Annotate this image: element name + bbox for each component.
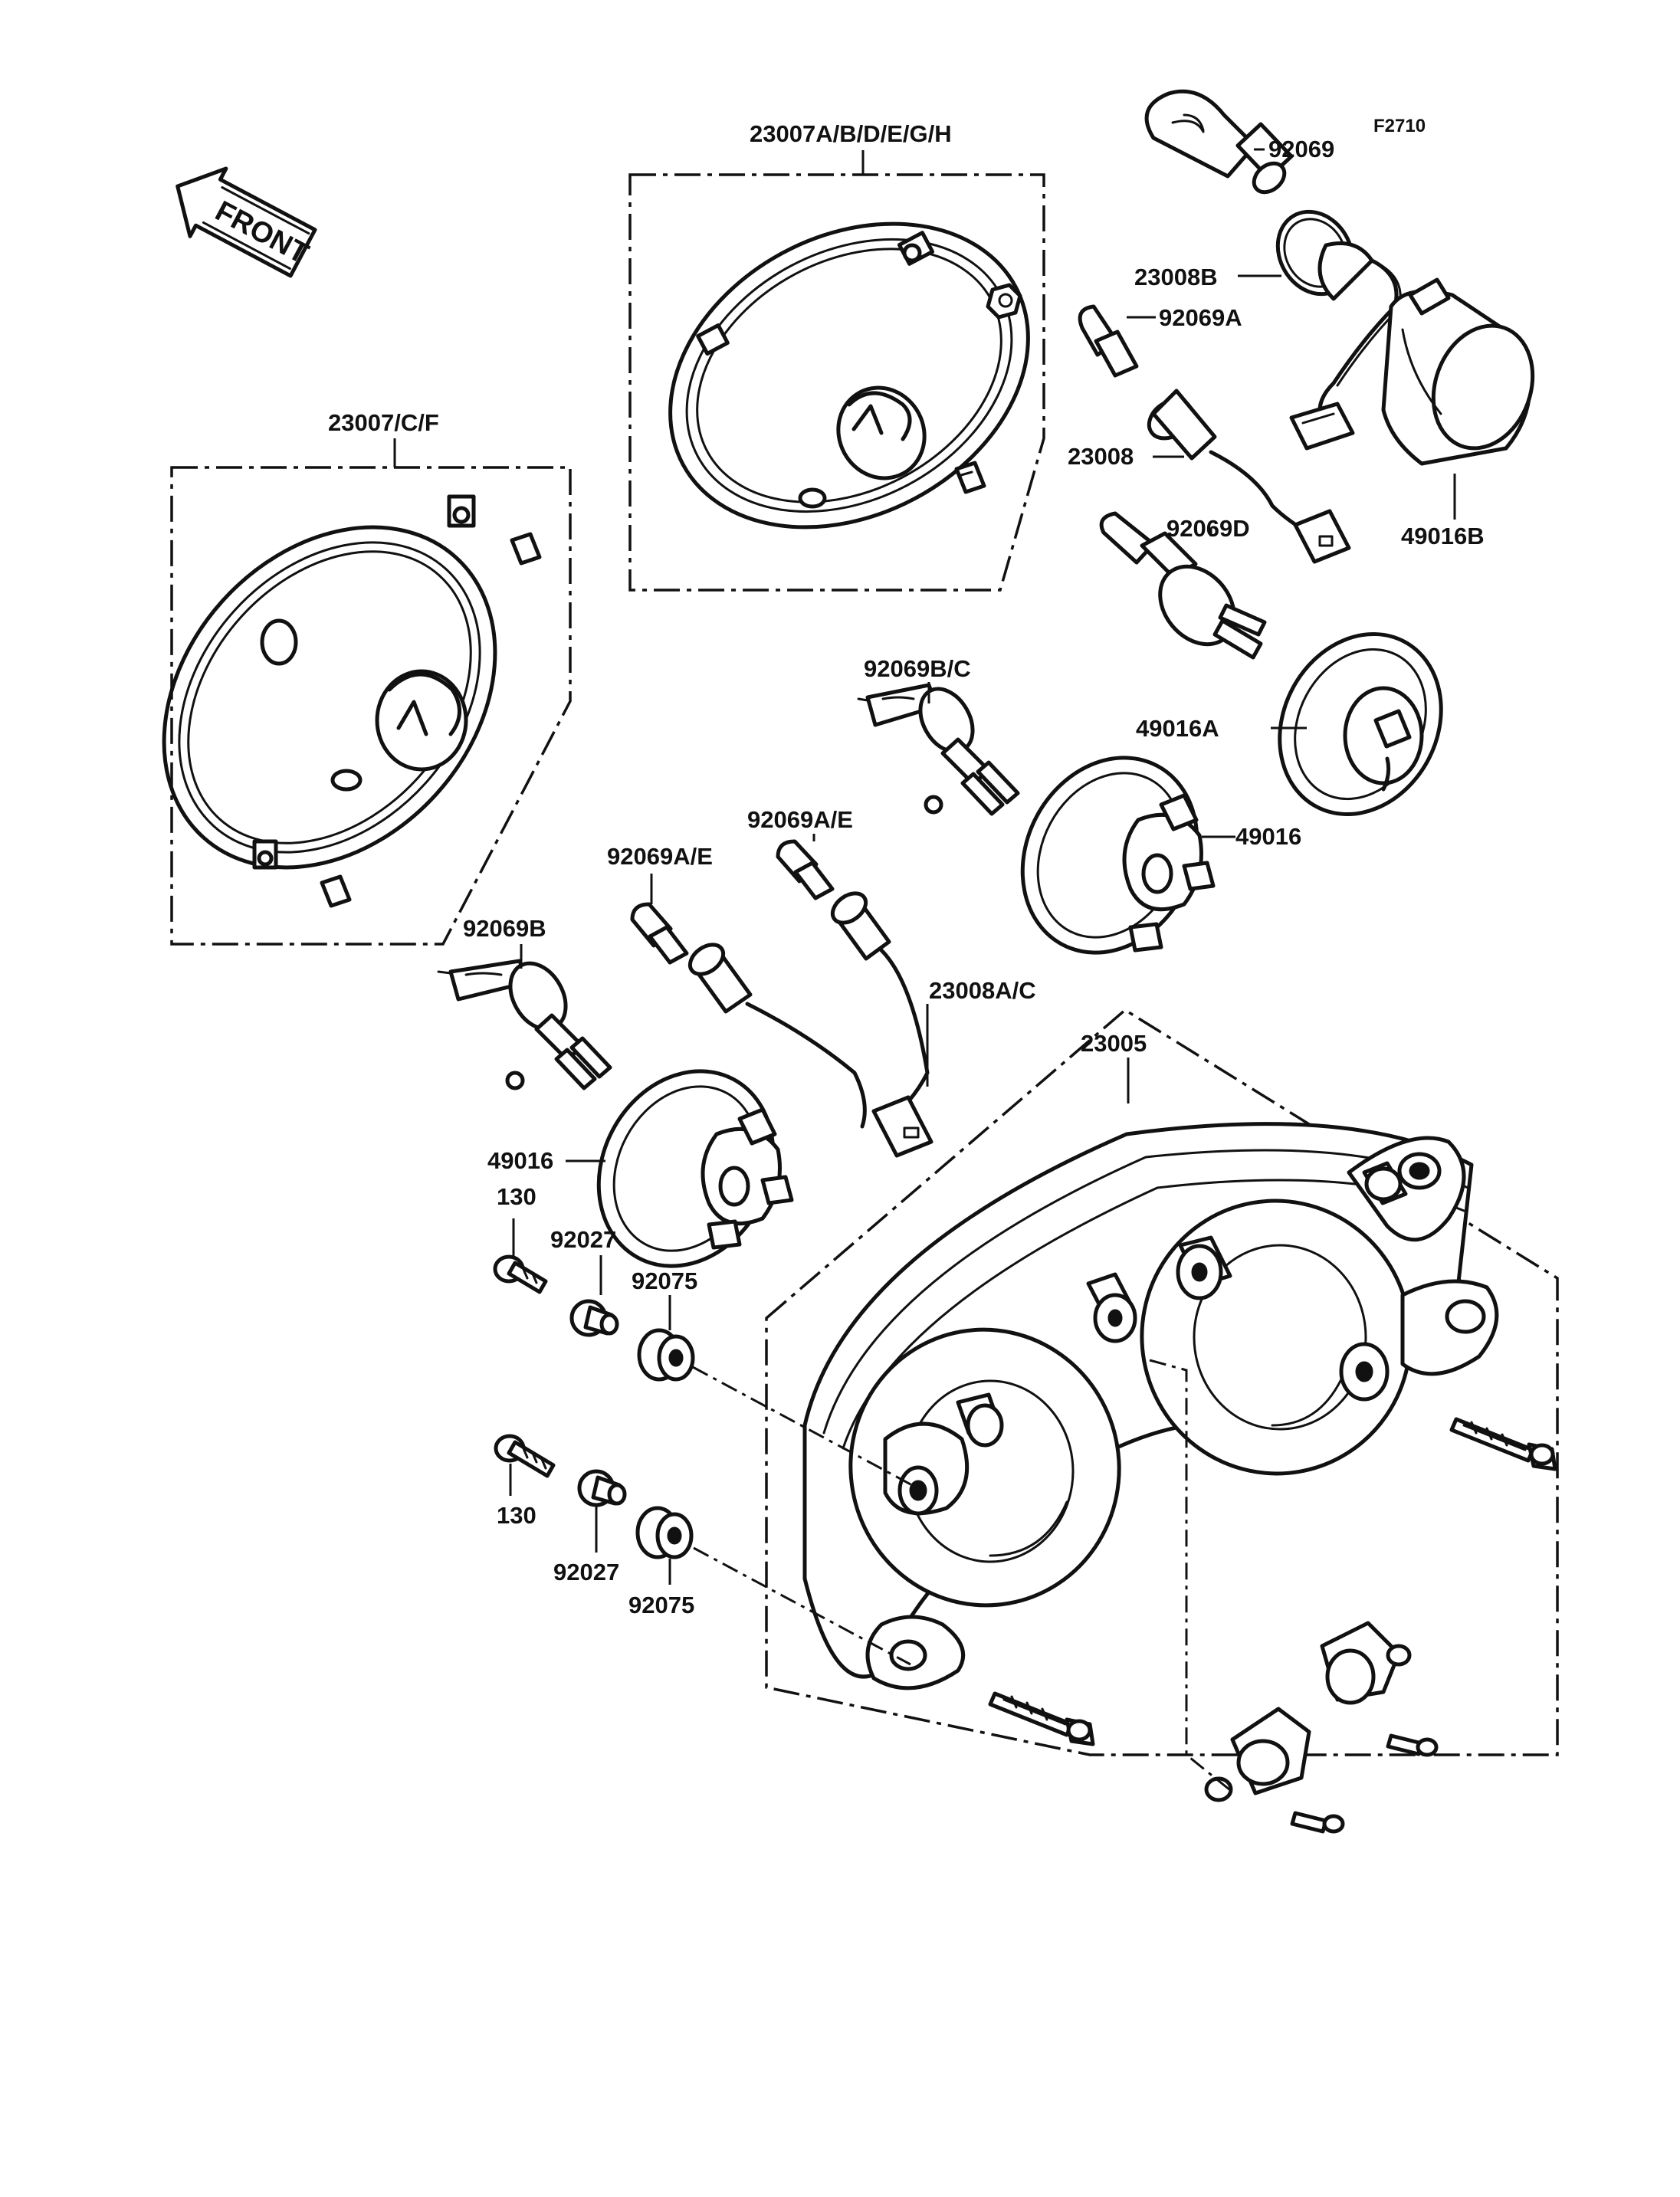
- figure-code: F2710: [1373, 116, 1426, 136]
- housing-frame: [765, 1008, 1559, 1756]
- label-grommet-lower: 92075: [628, 1592, 694, 1618]
- bolt-icon: [494, 1434, 556, 1478]
- bolt-icon: [493, 1254, 548, 1294]
- label-cover-lower: 49016: [487, 1147, 553, 1174]
- adjuster-icon: [1204, 1621, 1439, 1834]
- socket-icon: [687, 891, 934, 1158]
- rubber-cover-icon: [1020, 756, 1216, 955]
- rubber-cover-icon: [1278, 631, 1443, 817]
- label-bulb-a: 92069A: [1159, 304, 1242, 331]
- rubber-cover-icon: [1381, 277, 1535, 466]
- bolt-icon: [1449, 1417, 1557, 1471]
- label-bulb-b: 92069B: [463, 915, 546, 942]
- bulb-icon: [1144, 89, 1294, 195]
- housing-group: 23005: [765, 1008, 1559, 1834]
- label-grommet-upper: 92075: [632, 1267, 697, 1294]
- mounting-ring-icon: [668, 221, 1030, 530]
- label-bulb-ae-upper: 92069A/E: [747, 806, 853, 833]
- rubber-cover-icon: [596, 1069, 794, 1268]
- mounting-ring-icon: [162, 494, 497, 870]
- ring-upper-group: 23007A/B/D/E/G/H: [628, 120, 1045, 592]
- label-cover-upper: 49016: [1235, 823, 1301, 850]
- label-ring-upper: 23007A/B/D/E/G/H: [750, 120, 952, 147]
- collar-icon: [577, 1469, 627, 1507]
- label-bulb-top: 92069: [1268, 136, 1334, 162]
- grommet-icon: [635, 1506, 694, 1559]
- socket-icon: [1147, 389, 1351, 564]
- label-socket-ac: 23008A/C: [929, 977, 1036, 1004]
- label-bolt-lower: 130: [497, 1502, 536, 1529]
- front-arrow-icon: FRONT: [176, 166, 317, 278]
- bolt-icon: [988, 1691, 1095, 1746]
- ring-lower-group: 23007/C/F: [162, 409, 572, 946]
- label-bolt-upper: 130: [497, 1183, 536, 1210]
- bulb-icon: [1099, 511, 1267, 660]
- bulb-icon: [630, 874, 689, 965]
- collar-icon: [569, 1299, 619, 1337]
- label-housing: 23005: [1081, 1030, 1147, 1057]
- bulb-icon: [857, 683, 1020, 816]
- label-cover-b: 49016B: [1401, 523, 1485, 549]
- label-socket: 23008: [1068, 443, 1134, 470]
- clip-icon: [320, 532, 542, 908]
- label-bulb-ae-lower: 92069A/E: [607, 843, 713, 870]
- label-collar-upper: 92027: [550, 1226, 616, 1253]
- clip-icon: [954, 283, 1022, 494]
- label-collar-lower: 92027: [553, 1559, 619, 1585]
- ring-lower-frame: [170, 466, 572, 946]
- label-cover-a: 49016A: [1136, 715, 1219, 742]
- bulb-icon: [776, 834, 835, 900]
- ring-upper-frame: [628, 173, 1045, 592]
- bulb-icon: [1078, 304, 1139, 378]
- grommet-icon: [637, 1328, 695, 1382]
- bulb-icon: [437, 959, 612, 1090]
- headlight-housing-icon: [802, 1122, 1499, 1690]
- label-ring-lower: 23007/C/F: [328, 409, 439, 436]
- label-bulb-bc: 92069B/C: [864, 655, 971, 682]
- label-socket-b: 23008B: [1134, 264, 1218, 290]
- socket-icon: [1275, 209, 1402, 451]
- label-bulb-d: 92069D: [1166, 515, 1250, 542]
